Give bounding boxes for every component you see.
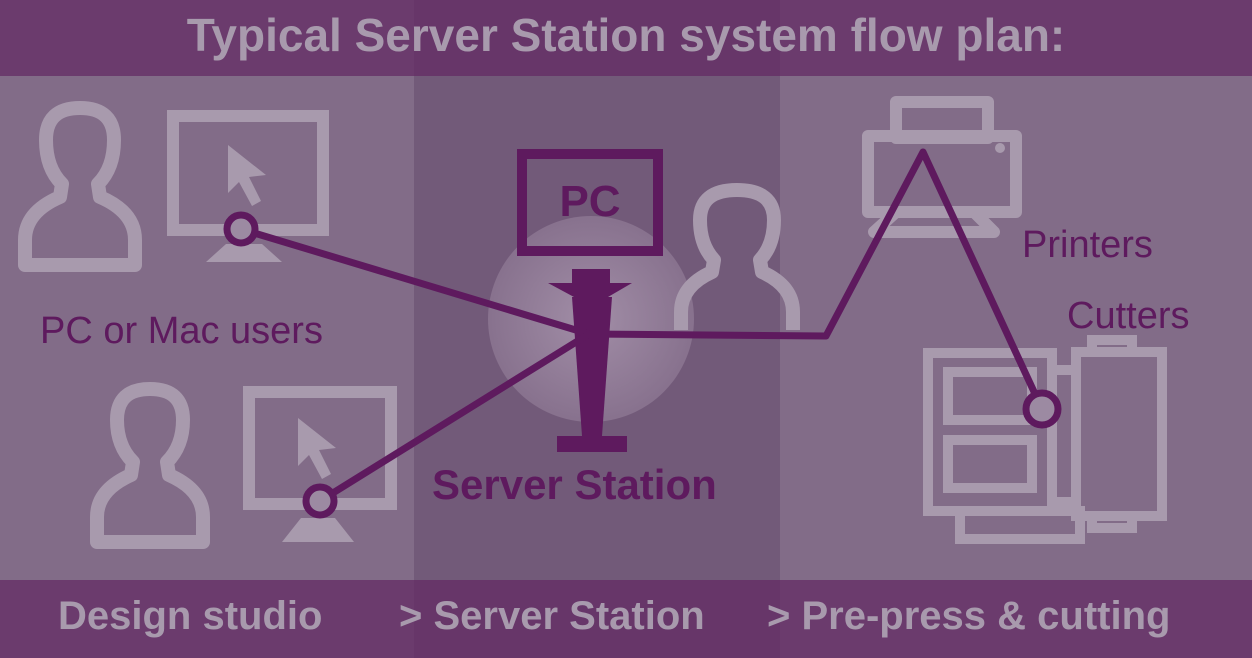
diagram-title: Typical Server Station system flow plan: bbox=[186, 9, 1066, 61]
user-icon bbox=[674, 183, 800, 330]
connection-node bbox=[1022, 389, 1062, 429]
pc-mac-users-label: PC or Mac users bbox=[40, 310, 323, 352]
cutters-label: Cutters bbox=[1067, 295, 1190, 337]
user-icon bbox=[18, 101, 142, 272]
footer-band bbox=[0, 580, 1252, 658]
footer-design-studio: Design studio bbox=[58, 594, 323, 638]
pc-monitor bbox=[517, 149, 663, 256]
printer-light-icon bbox=[995, 143, 1005, 153]
cutter-icon bbox=[923, 335, 1167, 544]
server-station-label: Server Station bbox=[432, 461, 717, 508]
user-icon bbox=[90, 382, 210, 549]
prepress-panel bbox=[780, 0, 1252, 658]
pc-label: PC bbox=[559, 177, 621, 226]
footer-server-station: > Server Station bbox=[399, 594, 705, 638]
connection-node bbox=[223, 211, 259, 247]
footer-prepress-cutting: > Pre-press & cutting bbox=[767, 594, 1171, 638]
connection-node bbox=[302, 483, 338, 519]
connection-lines bbox=[239, 148, 1046, 504]
title-band bbox=[0, 0, 1252, 76]
printers-label: Printers bbox=[1022, 224, 1153, 266]
